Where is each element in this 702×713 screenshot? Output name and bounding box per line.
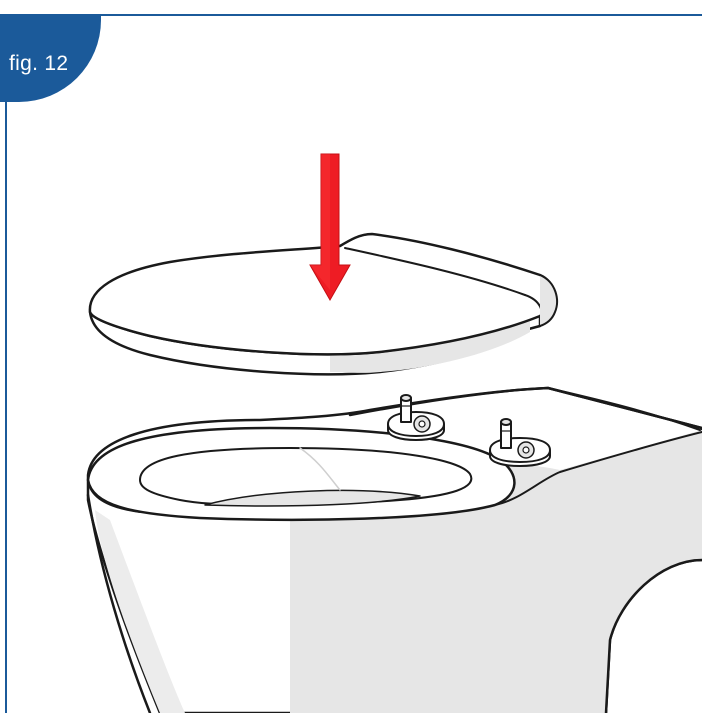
frame-top-border (0, 14, 702, 16)
figure-label: fig. 12 (9, 52, 68, 76)
frame-left-border (5, 14, 7, 713)
